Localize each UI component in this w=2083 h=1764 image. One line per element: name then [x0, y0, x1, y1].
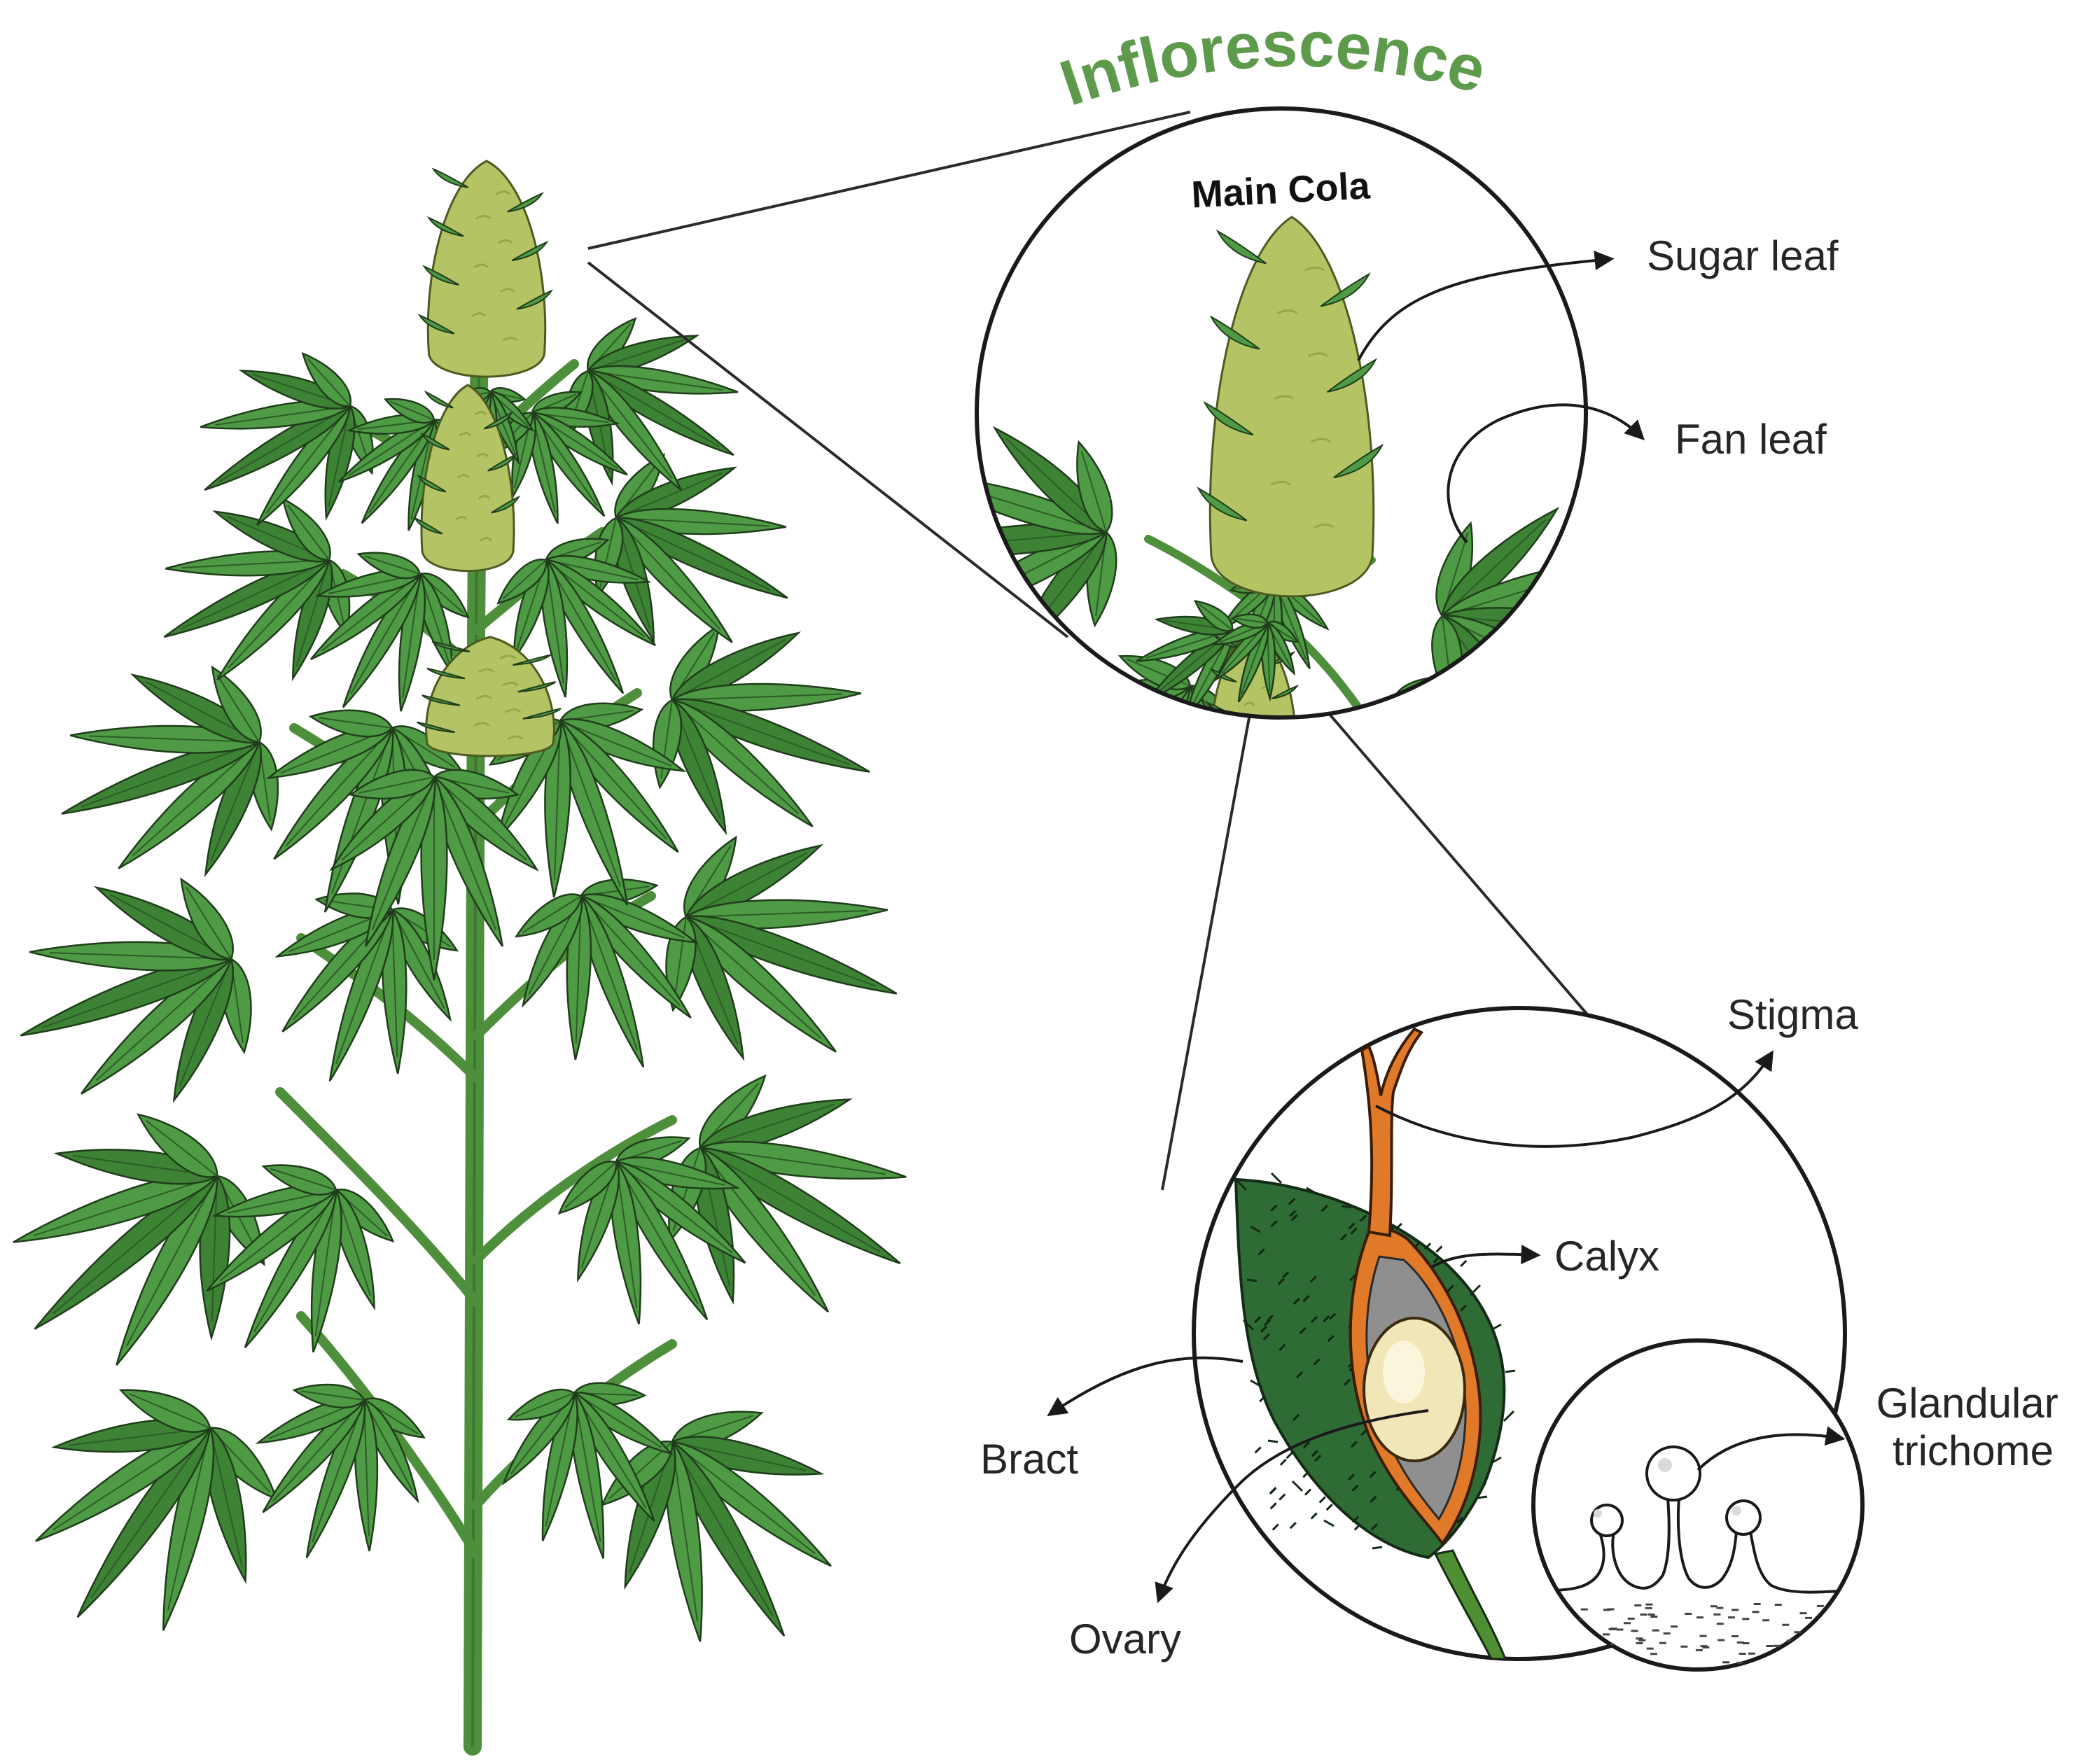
- stigma-callout: Stigma: [1375, 991, 1858, 1148]
- bract-label: Bract: [980, 1436, 1078, 1483]
- fan-leaf-icon: [600, 1410, 832, 1642]
- arrow-icon: [1431, 1245, 1541, 1268]
- fan-leaf-callout: Fan leaf: [1447, 403, 1827, 544]
- bract-callout: Bract: [980, 1356, 1243, 1483]
- fan-leaf-icon: [255, 1383, 426, 1559]
- fan-leaf-icon: [514, 878, 699, 1068]
- fan-leaf-icon: [557, 1136, 746, 1325]
- trichome-head: [1645, 1446, 1701, 1502]
- fan-leaf-icon: [274, 892, 459, 1082]
- arrow-icon: [1155, 1409, 1429, 1604]
- fan-leaf-icon: [61, 665, 279, 878]
- cannabis-plant-icon: [13, 160, 907, 1756]
- fan-leaf-icon: [20, 877, 252, 1103]
- trichome-head: [1725, 1499, 1762, 1536]
- sugar-leaf-label: Sugar leaf: [1647, 232, 1839, 279]
- arrow-icon: [1375, 1050, 1774, 1148]
- glandular-trichome-line-1: Glandular: [1876, 1380, 2058, 1427]
- main-cola-label: Main Cola: [1190, 164, 1372, 216]
- fan-leaf-icon: [206, 1164, 395, 1353]
- glandular-trichome-line-2: trichome: [1893, 1427, 2054, 1474]
- main-cola-zoom: Main Cola: [975, 106, 1588, 720]
- plant-fan-leaves: [13, 316, 907, 1642]
- fan-leaf-icon: [652, 623, 870, 836]
- ovary-callout: Ovary: [1069, 1409, 1429, 1662]
- diagram-title: Inflorescence: [1052, 8, 1493, 119]
- fan-leaf-icon: [496, 538, 656, 698]
- fan-leaf-icon: [35, 1389, 278, 1631]
- fan-leaf-icon: [310, 552, 470, 712]
- fan-leaf-icon: [665, 835, 898, 1061]
- fan-leaf-icon: [163, 497, 351, 682]
- sugar-leaf-callout: Sugar leaf: [1357, 232, 1839, 361]
- bud-icon: [417, 160, 554, 378]
- fan-leaf-icon: [564, 316, 739, 491]
- arrow-icon: [1697, 1426, 1846, 1471]
- stigma-icon: [1360, 1027, 1424, 1238]
- fan-leaf-icon: [501, 1382, 674, 1559]
- trichome-icon: [1547, 1497, 1849, 1594]
- trichome-zoom: [1531, 1338, 1865, 1672]
- bud-icon: [416, 636, 562, 757]
- ovary-label: Ovary: [1069, 1616, 1181, 1662]
- fan-leaf-label: Fan leaf: [1675, 416, 1827, 463]
- fan-leaf-icon: [1211, 613, 1299, 703]
- glandular-trichome-callout: Glandular trichome: [1697, 1380, 2070, 1474]
- fan-leaf-icon: [13, 1113, 265, 1366]
- calyx-callout: Calyx: [1431, 1233, 1659, 1280]
- fan-leaf-icon: [200, 351, 375, 526]
- flower-stem: [1433, 1549, 1507, 1659]
- arrow-icon: [1447, 403, 1645, 544]
- arrow-icon: [1047, 1356, 1243, 1417]
- fan-leaf-icon: [494, 391, 628, 524]
- calyx-label: Calyx: [1554, 1233, 1659, 1280]
- bud-icon: [413, 384, 521, 573]
- glandular-trichome-label: Glandular trichome: [1876, 1380, 2070, 1474]
- bud-icon: [1197, 216, 1384, 598]
- arrow-icon: [1357, 251, 1615, 361]
- fan-leaf-icon: [329, 769, 539, 981]
- stigma-label: Stigma: [1727, 991, 1858, 1038]
- plant-buds: [413, 160, 562, 757]
